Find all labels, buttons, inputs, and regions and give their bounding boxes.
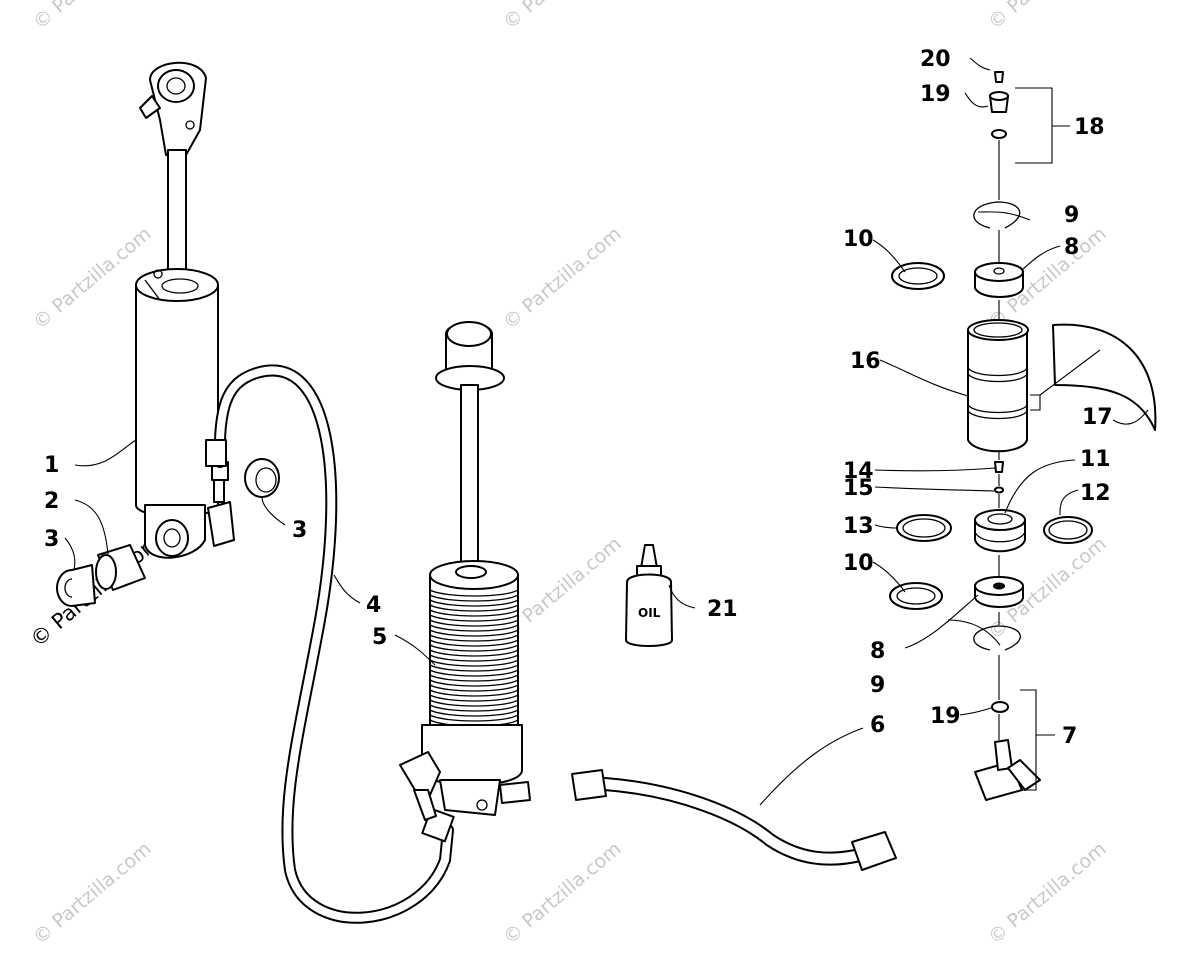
leader-lines [64,57,1149,806]
callout-13: 13 [843,514,874,539]
coil-rib [429,714,519,722]
callout-19-top: 19 [920,82,951,107]
bottle-label: OIL [638,606,661,620]
coil-rib [429,669,519,677]
callout-8-top: 8 [1064,235,1079,260]
callout-14: 14 [843,459,874,484]
coil-rib [429,654,519,662]
coil-rib [429,609,519,617]
part-9-snap-ring-bottom [973,625,1021,651]
coil-rib [429,594,519,602]
coil-rib [429,699,519,707]
callout-7: 7 [1062,724,1077,749]
callout-1: 1 [44,453,59,478]
part-7-elbow-fitting [974,739,1041,801]
part-10-seal-bottom [889,582,943,610]
part-8-piston-top [974,262,1024,298]
part-15-washer [994,486,1004,494]
part-14-screw [994,461,1004,473]
coil-rib [429,639,519,647]
part-4-hose [205,364,455,924]
part-3-bushing-left [56,564,96,607]
coil-rib [429,644,519,652]
coil-rib [429,624,519,632]
callout-4: 4 [366,593,381,618]
watermark: © Partzilla.com [499,223,625,334]
part-9-snap-ring-top [973,201,1021,229]
callout-11: 11 [1080,447,1111,472]
coil-rib [429,689,519,697]
watermark: © Partzilla.com [499,0,625,34]
callout-16: 16 [850,349,881,374]
watermark: © Partzilla.com [29,838,155,949]
part-16-reservoir-sleeve [967,319,1029,453]
part-10-seal-top [891,262,945,290]
callout-21: 21 [707,597,738,622]
callout-19-bottom: 19 [930,704,961,729]
callout-labels: 1 2 3 3 4 5 6 7 8 8 9 9 10 10 11 12 13 1… [44,47,1113,749]
coil-rib [429,589,519,597]
part-12-seal [1043,516,1093,544]
part-17-decal [1052,323,1157,431]
callout-8-bottom: 8 [870,639,885,664]
callout-12: 12 [1080,481,1111,506]
callout-3-left: 3 [44,527,59,552]
coil-rib [429,659,519,667]
coil-rib [429,704,519,712]
part-1-shock-body [135,61,235,559]
coil-rib [429,679,519,687]
part-13-seal [896,514,952,542]
part-21-oil-bottle: OIL [625,544,673,647]
part-11-piston [974,509,1026,553]
callout-3-right: 3 [292,518,307,543]
part-18-valve-assembly [989,71,1009,139]
part-2-spacer [95,544,146,591]
coil-rib [429,674,519,682]
callout-18: 18 [1074,115,1105,140]
coil-rib [429,614,519,622]
callout-17: 17 [1082,405,1113,430]
part-3-bushing-right [244,458,280,498]
part-8-piston-bottom [974,576,1024,608]
part-6-hose [571,769,897,871]
coil-rib [429,634,519,642]
callout-15: 15 [843,476,874,501]
watermark: © Partzilla.com [984,838,1110,949]
part-19-oring-bottom [991,701,1009,713]
callout-6: 6 [870,713,885,738]
coil-rib [429,684,519,692]
coil-rib [429,694,519,702]
watermark: © Partzilla.com [499,838,625,949]
callout-10-top: 10 [843,227,874,252]
coil-rib [429,709,519,717]
watermark: © Partzilla.com [29,0,155,34]
coil-rib [429,629,519,637]
callout-2: 2 [44,489,59,514]
callout-10-bottom: 10 [843,551,874,576]
part-5-reservoir [399,321,531,821]
callout-9-top: 9 [1064,203,1079,228]
callout-20: 20 [920,47,951,72]
coil-rib [429,649,519,657]
coil-rib [429,604,519,612]
coil-rib [429,619,519,627]
callout-9-bottom: 9 [870,673,885,698]
watermark: © Partzilla.com [984,0,1110,34]
coil-rib [429,664,519,672]
coil-rib [429,599,519,607]
callout-5: 5 [372,625,387,650]
